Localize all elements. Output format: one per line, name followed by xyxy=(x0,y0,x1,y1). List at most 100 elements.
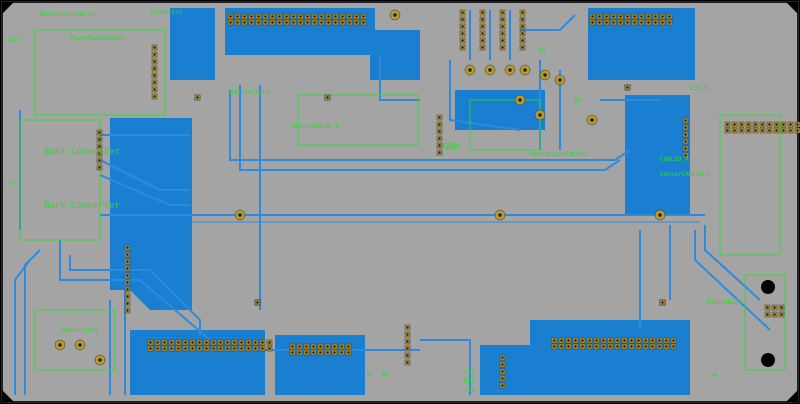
pad-drill xyxy=(560,339,563,342)
pad-drill xyxy=(299,21,302,24)
pad-drill xyxy=(233,347,236,350)
pad-drill xyxy=(726,123,729,126)
pad-drill xyxy=(126,309,129,312)
pad-drill xyxy=(212,347,215,350)
pad-drill xyxy=(461,18,464,21)
pad-drill xyxy=(481,11,484,14)
pad-drill xyxy=(198,347,201,350)
pad-drill xyxy=(438,151,441,154)
pad-drill xyxy=(630,345,633,348)
label-in: In xyxy=(8,179,16,186)
pad-drill xyxy=(553,339,556,342)
pad-drill xyxy=(153,60,156,63)
pad-drill xyxy=(163,347,166,350)
pad-drill xyxy=(633,15,636,18)
pad-drill xyxy=(637,345,640,348)
label-headlights: HeadLights xyxy=(62,327,99,334)
label-3v3: 3V3 xyxy=(464,369,475,376)
pad-drill xyxy=(333,351,336,354)
pad-drill xyxy=(501,39,504,42)
pad-drill xyxy=(341,21,344,24)
pad-drill xyxy=(501,384,504,387)
label-raspi: RaspberryPi xyxy=(230,89,270,96)
pad-drill xyxy=(501,11,504,14)
pad-drill xyxy=(98,138,101,141)
pad-drill xyxy=(362,21,365,24)
label-5v-right: 5V xyxy=(574,97,583,105)
pad-drill xyxy=(661,15,664,18)
pad-drill xyxy=(327,21,330,24)
pad-drill xyxy=(780,313,783,316)
pad-drill xyxy=(126,253,129,256)
pad-drill xyxy=(438,116,441,119)
label-servo: ServoSignalMotor xyxy=(530,151,588,158)
pad-drill xyxy=(250,15,253,18)
pad-drill xyxy=(149,347,152,350)
pad-drill xyxy=(341,15,344,18)
pad-drill xyxy=(306,15,309,18)
pad-drill xyxy=(775,129,778,132)
pad-drill xyxy=(278,21,281,24)
pad-drill xyxy=(177,347,180,350)
pad-drill xyxy=(481,46,484,49)
pad-drill xyxy=(126,288,129,291)
round-pad-drill xyxy=(98,358,102,362)
pad-drill xyxy=(521,39,524,42)
pour-right-bottom xyxy=(530,320,690,395)
pad-drill xyxy=(347,351,350,354)
pad-drill xyxy=(726,129,729,132)
pad-drill xyxy=(292,21,295,24)
pad-drill xyxy=(598,21,601,24)
pad-drill xyxy=(481,25,484,28)
pad-drill xyxy=(651,345,654,348)
pad-drill xyxy=(340,351,343,354)
pad-drill xyxy=(355,21,358,24)
pad-drill xyxy=(747,123,750,126)
pad-drill xyxy=(623,345,626,348)
pad-drill xyxy=(191,341,194,344)
pad-drill xyxy=(285,15,288,18)
label-led-r: LED_R xyxy=(690,85,709,92)
pad-drill xyxy=(761,129,764,132)
pad-drill xyxy=(264,21,267,24)
pad-drill xyxy=(254,347,257,350)
pad-drill xyxy=(313,21,316,24)
pad-drill xyxy=(126,281,129,284)
pad-drill xyxy=(654,21,657,24)
pad-drill xyxy=(292,15,295,18)
pad-drill xyxy=(126,246,129,249)
pad-drill xyxy=(501,18,504,21)
pad-drill xyxy=(438,130,441,133)
pad-drill xyxy=(243,21,246,24)
pad-drill xyxy=(684,119,687,122)
pad-drill xyxy=(298,351,301,354)
pad-drill xyxy=(196,96,199,99)
pour-mid-block xyxy=(455,90,545,130)
pad-drill xyxy=(796,123,799,126)
pour-right-mid xyxy=(625,95,690,215)
pad-drill xyxy=(98,166,101,169)
pad-drill xyxy=(271,21,274,24)
pad-drill xyxy=(684,147,687,150)
pad-drill xyxy=(658,339,661,342)
pad-drill xyxy=(612,21,615,24)
round-pad-drill xyxy=(558,78,562,82)
pad-drill xyxy=(219,347,222,350)
pad-drill xyxy=(320,21,323,24)
pad-drill xyxy=(521,11,524,14)
pad-drill xyxy=(766,306,769,309)
pad-drill xyxy=(782,123,785,126)
pad-drill xyxy=(438,144,441,147)
round-pad-drill xyxy=(538,113,542,117)
pad-drill xyxy=(198,341,201,344)
pad-drill xyxy=(268,341,271,344)
pad-drill xyxy=(98,152,101,155)
pad-drill xyxy=(126,274,129,277)
pad-drill xyxy=(574,345,577,348)
pad-drill xyxy=(623,339,626,342)
pad-drill xyxy=(521,46,524,49)
pad-drill xyxy=(626,86,629,89)
pad-drill xyxy=(640,21,643,24)
pad-drill xyxy=(521,32,524,35)
